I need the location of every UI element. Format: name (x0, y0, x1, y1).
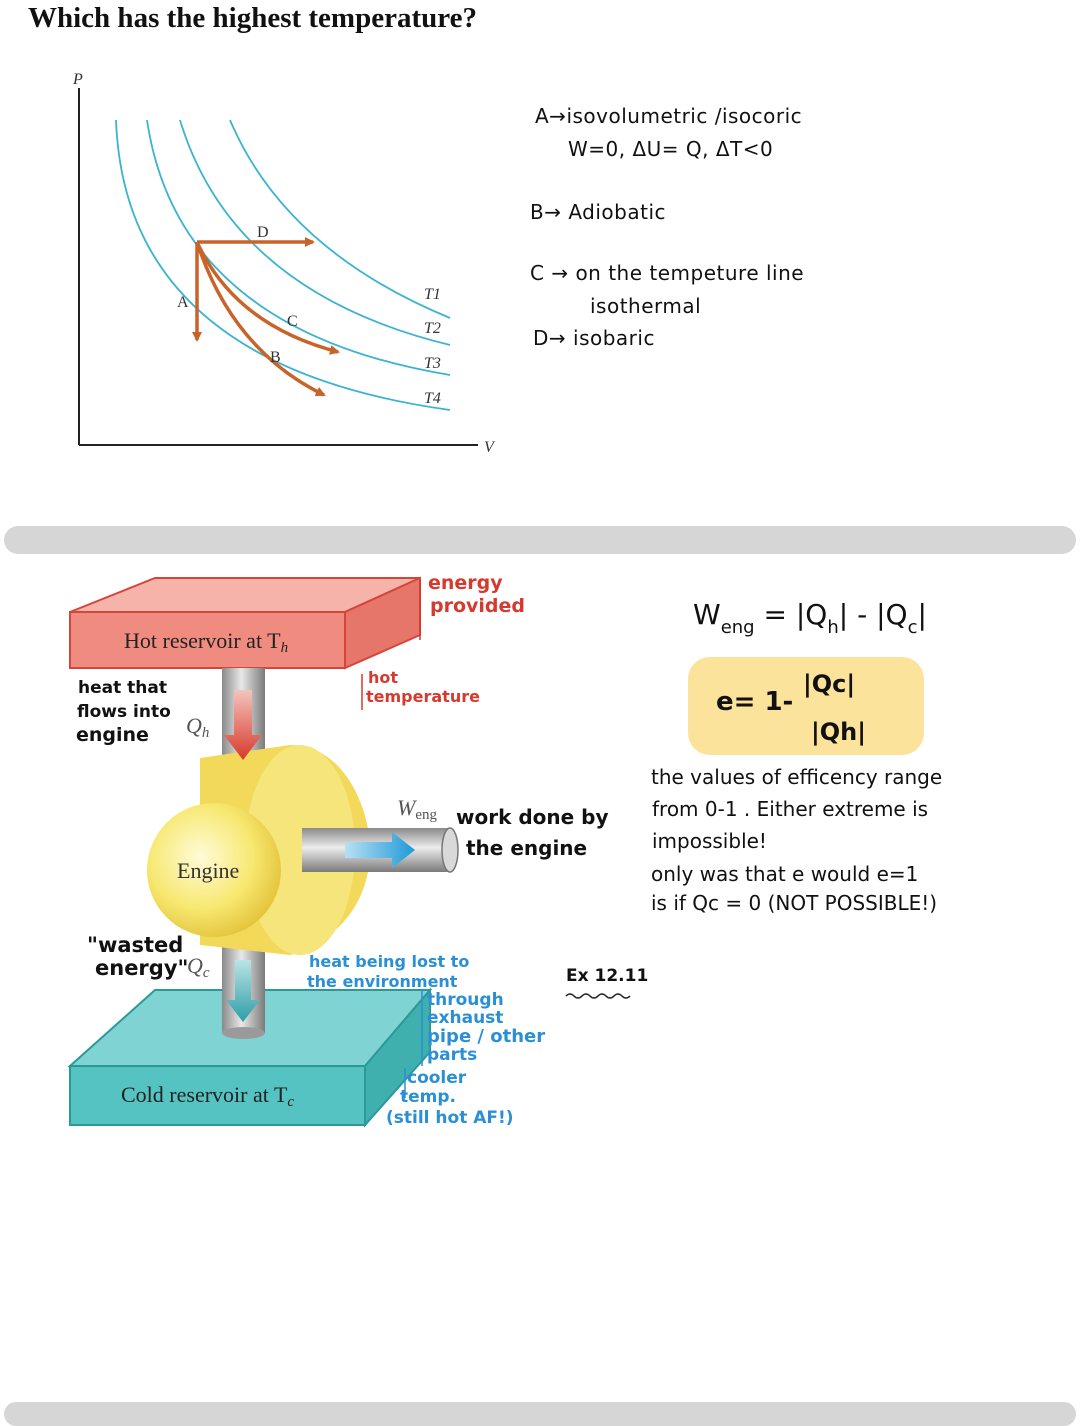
process-a-label: A (177, 294, 189, 311)
work-eq-w-sub: eng (720, 617, 755, 638)
work-eq-rest-2: | - |Q (838, 598, 908, 631)
pv-diagram: P V A D C B T1 T2 T3 T4 (72, 71, 496, 456)
weng-label: Weng (397, 795, 437, 824)
cold-reservoir-text: Cold reservoir at T (121, 1082, 288, 1107)
isotherm-label-t4: T4 (424, 390, 441, 407)
efficiency-numerator: |Qc| (803, 670, 856, 698)
hot-reservoir-sub: h (280, 640, 289, 656)
exhaust-note-2: exhaust (427, 1008, 504, 1028)
work-pipe-end (441, 827, 459, 873)
process-c-label: C (287, 313, 298, 330)
efficiency-note-5: is if Qc = 0 (NOT POSSIBLE!) (651, 891, 938, 915)
section-divider (4, 526, 1076, 554)
efficiency-note-4: only was that e would e=1 (651, 862, 919, 886)
energy-provided-note-1: energy (428, 572, 503, 594)
energy-provided-note-2: provided (430, 595, 526, 617)
note-c-line2: isothermal (590, 294, 702, 318)
work-eq-w: W (693, 598, 721, 631)
isotherm-t1 (229, 119, 451, 319)
heat-lost-note-2: the environment (307, 972, 458, 991)
isotherm-t4 (115, 119, 451, 411)
cold-reservoir-front (69, 1065, 366, 1126)
note-c-line1: C → on the tempeture line (530, 261, 805, 285)
bottom-divider (4, 1402, 1076, 1426)
work-eq-rest-3: | (917, 598, 927, 631)
wasted-note-1: "wasted (87, 933, 184, 957)
wasted-note-2: energy" (95, 956, 189, 980)
work-equation: Weng = |Qh| - |Qc| (693, 598, 927, 638)
exhaust-note-4: parts (427, 1045, 478, 1065)
efficiency-note-3: impossible! (652, 829, 767, 853)
work-note-2: the engine (466, 836, 588, 860)
pipe-bottom-end (222, 1027, 265, 1039)
work-eq-rest-1: = |Q (754, 598, 828, 631)
qc-label: Qc (187, 953, 210, 982)
isotherm-label-t1: T1 (424, 286, 441, 303)
work-note-1: work done by (456, 805, 609, 829)
engine-front (147, 803, 281, 937)
cooler-note-1: cooler (407, 1068, 467, 1088)
qc-text: Q (187, 953, 203, 978)
isotherm-label-t2: T2 (424, 320, 441, 337)
qc-sub: c (202, 965, 210, 981)
hot-temp-note-2: temperature (366, 687, 480, 706)
efficiency-note-2: from 0-1 . Either extreme is (652, 797, 929, 821)
exhaust-note-3: pipe / other (427, 1026, 546, 1047)
heat-lost-note-1: heat being lost to (309, 952, 470, 971)
efficiency-note-1: the values of efficency range (651, 765, 943, 789)
hot-reservoir-text: Hot reservoir at T (124, 628, 281, 653)
note-a-line1: A→isovolumetric /isocoric (535, 104, 803, 128)
engine-label: Engine (177, 858, 240, 883)
weng-text: W (397, 795, 416, 820)
process-d-label: D (257, 224, 269, 241)
qh-text: Q (186, 713, 202, 738)
work-arrow (345, 832, 415, 868)
heat-in-note-3: engine (76, 724, 149, 746)
question-title: Which has the highest temperature? (28, 2, 477, 34)
p-axis-label: P (72, 71, 83, 88)
note-a-line2: W=0, ΔU= Q, ΔT<0 (568, 137, 774, 161)
note-b-line: B→ Adiobatic (530, 200, 666, 224)
qh-sub: h (201, 725, 210, 741)
hot-temp-note-1: hot (368, 668, 399, 687)
heat-out-arrow (226, 960, 260, 1022)
efficiency-prefix: e= 1- (716, 687, 794, 717)
v-axis-label: V (484, 439, 496, 456)
isotherm-t2 (179, 119, 451, 346)
cold-reservoir-label: Cold reservoir at Tc (121, 1082, 294, 1111)
example-ref: Ex 12.11 (566, 966, 649, 986)
efficiency-denominator: |Qh| (811, 718, 867, 746)
process-c-arrow (195, 241, 340, 355)
process-b-arrow (195, 241, 326, 397)
isotherm-label-t3: T3 (424, 355, 441, 372)
cooler-note-3: (still hot AF!) (386, 1108, 514, 1128)
heat-in-arrow (224, 690, 262, 760)
work-eq-h-sub: h (827, 617, 839, 638)
exhaust-note-1: through (427, 990, 504, 1010)
cold-reservoir-sub: c (287, 1094, 295, 1110)
work-eq-c-sub: c (907, 617, 918, 638)
cooler-note-2: temp. (400, 1087, 456, 1107)
heat-in-note-2: flows into (77, 702, 171, 722)
hot-reservoir-front (69, 611, 346, 669)
heat-in-note-1: heat that (78, 678, 167, 698)
note-d-line: D→ isobaric (533, 326, 655, 350)
isotherm-t3 (146, 119, 451, 376)
process-b-label: B (270, 349, 281, 366)
example-underline (565, 993, 631, 999)
hot-reservoir-label: Hot reservoir at Th (124, 628, 288, 657)
qh-label: Qh (186, 713, 209, 742)
weng-sub: eng (415, 807, 437, 823)
efficiency-formula-highlight (688, 657, 924, 755)
